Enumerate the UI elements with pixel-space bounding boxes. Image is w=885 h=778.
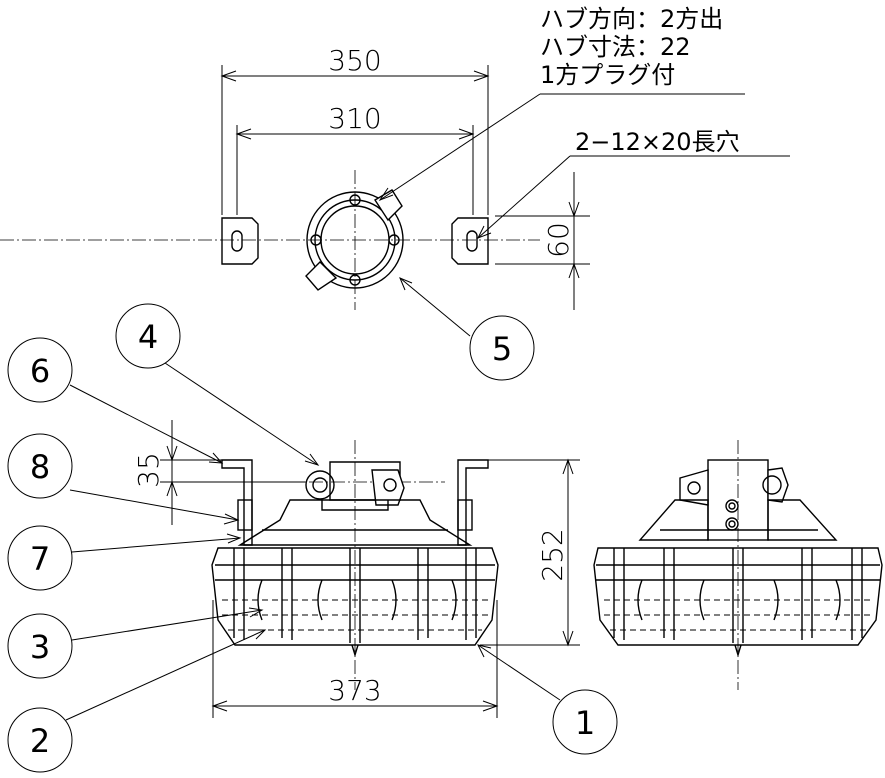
side-view bbox=[593, 440, 883, 690]
cooling-fins bbox=[233, 548, 477, 643]
dim-label: 373 bbox=[328, 674, 381, 707]
svg-text:8: 8 bbox=[30, 448, 50, 486]
svg-text:2: 2 bbox=[30, 722, 50, 760]
dim-60: 60 bbox=[495, 172, 590, 310]
balloon-2: 2 bbox=[7, 629, 267, 773]
note-hub-size: ハブ寸法：22 bbox=[540, 33, 691, 61]
dim-310: 310 bbox=[235, 102, 475, 215]
balloon-1: 1 bbox=[477, 644, 618, 755]
right-mount-bracket bbox=[451, 217, 489, 265]
dim-252: 252 bbox=[480, 458, 580, 647]
hub-body-top bbox=[305, 189, 404, 291]
balloon-label: 5 bbox=[492, 330, 512, 368]
hub-notes: ハブ方向：2方出 ハブ寸法：22 1方プラグ付 bbox=[378, 5, 745, 202]
slot-note: 2−12×20長穴 bbox=[476, 128, 790, 239]
dim-label: 310 bbox=[328, 102, 381, 135]
balloon-6: 6 bbox=[7, 337, 224, 464]
front-view: 35 252 373 4 6 bbox=[7, 303, 618, 773]
balloon-3: 3 bbox=[7, 607, 264, 679]
dim-373: 373 bbox=[211, 600, 499, 718]
balloon-4: 4 bbox=[115, 303, 320, 466]
svg-text:6: 6 bbox=[30, 352, 50, 390]
dim-label: 350 bbox=[328, 44, 381, 77]
dim-35: 35 bbox=[132, 420, 305, 525]
dim-label: 60 bbox=[542, 222, 575, 258]
dim-350: 350 bbox=[220, 44, 490, 215]
balloon-7: 7 bbox=[7, 525, 242, 591]
dim-label: 252 bbox=[536, 528, 569, 581]
svg-text:1: 1 bbox=[575, 704, 595, 742]
svg-text:7: 7 bbox=[30, 540, 50, 578]
svg-text:4: 4 bbox=[138, 318, 158, 356]
note-hub-direction: ハブ方向：2方出 bbox=[540, 5, 723, 33]
left-mount-bracket bbox=[221, 217, 259, 265]
balloon-5: 5 bbox=[399, 277, 535, 381]
top-view: 350 310 60 ハブ方向：2方出 ハブ寸法：22 1方プラグ付 bbox=[0, 5, 790, 381]
note-slot-spec: 2−12×20長穴 bbox=[575, 128, 740, 156]
note-plug: 1方プラグ付 bbox=[540, 61, 675, 89]
balloon-8: 8 bbox=[7, 433, 240, 525]
svg-text:3: 3 bbox=[30, 628, 50, 666]
dim-label: 35 bbox=[132, 452, 165, 488]
